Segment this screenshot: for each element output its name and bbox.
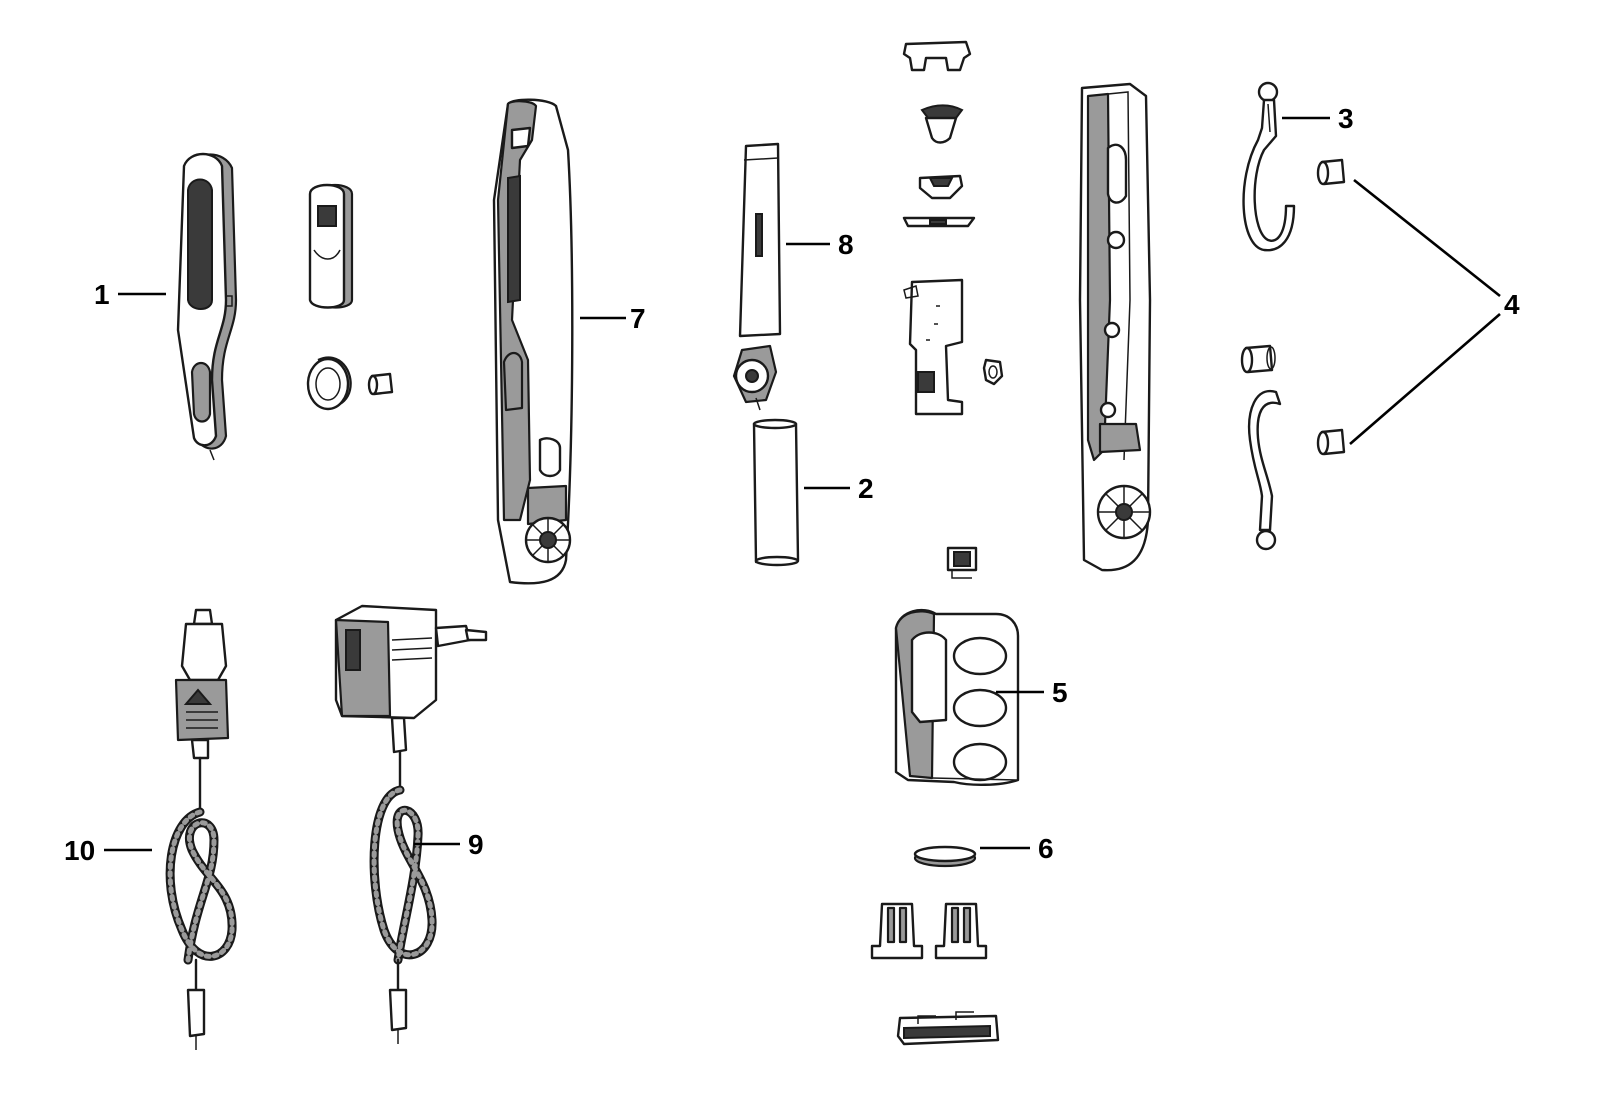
callout-8: 8	[838, 229, 854, 260]
small-spacer	[367, 372, 394, 396]
callout-3: 3	[1338, 103, 1354, 134]
base-plate	[896, 1011, 1000, 1046]
callout-7: 7	[630, 303, 646, 334]
part-9-wall-adapter	[334, 604, 488, 1044]
lamp-socket	[732, 344, 778, 411]
part-6-disc	[913, 845, 977, 868]
callout-10: 10	[64, 835, 95, 866]
top-mount-cap	[902, 40, 972, 72]
part-7-front-housing	[492, 98, 574, 585]
part-10-car-adapter	[165, 608, 237, 1050]
part-8-reflector	[738, 142, 782, 338]
bracket-left	[870, 902, 924, 960]
callout-6: 6	[1038, 833, 1054, 864]
grommet-part	[306, 356, 352, 411]
contact-spring	[902, 216, 976, 228]
part-5-charger-base	[894, 608, 1020, 786]
switch-knob-2	[918, 174, 964, 200]
switch-knob-1	[920, 104, 964, 144]
bracket-right	[934, 902, 988, 960]
end-cap-oval	[308, 183, 354, 309]
leader-4a	[1353, 178, 1501, 298]
circuit-board	[903, 278, 964, 416]
callout-5: 5	[1052, 677, 1068, 708]
callout-1: 1	[94, 279, 110, 310]
part-3-hook	[1242, 81, 1296, 252]
rear-housing	[1078, 82, 1152, 572]
small-switch	[946, 546, 978, 579]
callout-4: 4	[1504, 289, 1520, 320]
part-1-clip	[176, 152, 238, 461]
hex-nut	[982, 358, 1004, 386]
leader-4b	[1349, 313, 1501, 445]
lower-hook	[1247, 389, 1282, 551]
part-2-tube	[752, 418, 800, 567]
part-4-bushings	[1240, 158, 1346, 456]
callout-2: 2	[858, 473, 874, 504]
callout-9: 9	[468, 829, 484, 860]
